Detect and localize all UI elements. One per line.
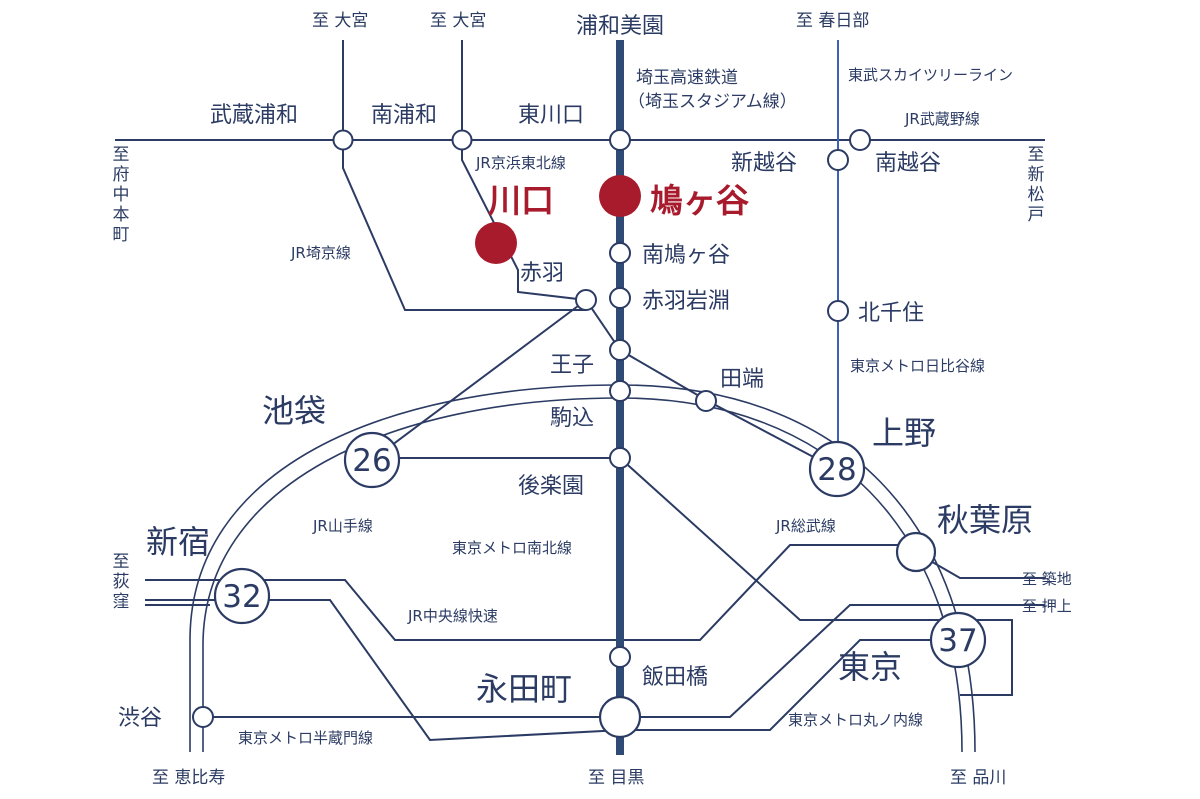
label-nagatacho: 永田町 xyxy=(476,670,572,708)
label-metro-marunouchi: 東京メトロ丸ノ内線 xyxy=(788,711,923,729)
minutes-ikebukuro: 26 xyxy=(352,443,391,479)
label-iidabashi: 飯田橋 xyxy=(642,665,708,690)
station-shin-koshigaya[interactable] xyxy=(827,149,849,171)
highlight-hatogaya-label: 鳩ヶ谷 xyxy=(650,181,749,220)
label-jr-sobu: JR総武線 xyxy=(775,517,836,535)
station-minami-koshigaya[interactable] xyxy=(849,129,871,151)
station-musashi-urawa[interactable] xyxy=(332,129,354,151)
label-urawa-misono: 浦和美園 xyxy=(576,14,664,39)
hub-shinjuku[interactable]: 32 xyxy=(213,567,271,625)
minutes-tokyo: 37 xyxy=(938,623,977,659)
station-akabane-iwabuchi[interactable] xyxy=(609,287,631,309)
highlight-hatogaya-dot[interactable] xyxy=(599,175,641,217)
minutes-shinjuku: 32 xyxy=(222,579,261,615)
highlight-kawaguchi-label: 川口 xyxy=(488,181,554,220)
dir-kasukabe: 至 春日部 xyxy=(796,11,869,31)
hub-ikebukuro[interactable]: 26 xyxy=(343,431,401,489)
station-kita-senju[interactable] xyxy=(827,300,849,322)
station-shibuya[interactable] xyxy=(192,706,214,728)
label-tokyo: 東京 xyxy=(838,648,902,686)
label-akabane: 赤羽 xyxy=(520,261,564,286)
label-shibuya: 渋谷 xyxy=(118,706,162,731)
station-minami-urawa[interactable] xyxy=(451,129,473,151)
jr-chuo-sobu-lines xyxy=(145,544,915,641)
label-musashi-urawa: 武蔵浦和 xyxy=(210,103,298,128)
dir-ogikubo: 至荻窪 xyxy=(113,552,130,612)
station-korakuen[interactable] xyxy=(609,447,631,469)
akabane-ikebukuro-link xyxy=(371,299,587,461)
label-jr-yamanote: JR山手線 xyxy=(312,517,373,535)
label-ikebukuro: 池袋 xyxy=(262,392,326,430)
dir-oshiage: 至 押上 xyxy=(1022,597,1072,615)
minutes-ueno: 28 xyxy=(817,452,856,488)
station-akabane[interactable] xyxy=(575,289,597,311)
label-metro-hibiya: 東京メトロ日比谷線 xyxy=(850,357,985,375)
station-markers xyxy=(192,129,937,739)
label-jr-musashino: JR武蔵野線 xyxy=(904,110,980,128)
dir-fuchu-honmachi: 至府中本町 xyxy=(113,145,130,245)
dir-shinagawa: 至 品川 xyxy=(950,768,1006,788)
label-jr-keihin-tohoku: JR京浜東北線 xyxy=(475,154,566,172)
label-higashi-kawaguchi: 東川口 xyxy=(518,103,584,128)
station-minami-hatogaya[interactable] xyxy=(609,242,631,264)
dir-shin-matsudo: 至新松戸 xyxy=(1028,145,1045,225)
station-higashi-kawaguchi[interactable] xyxy=(609,129,631,151)
dir-tsukiji: 至 築地 xyxy=(1022,570,1072,588)
metro-hanzomon-line xyxy=(203,604,1045,718)
label-jr-saikyo: JR埼京線 xyxy=(290,244,351,262)
label-saitama-stadium-line: （埼玉スタジアム線） xyxy=(628,92,797,112)
label-ueno: 上野 xyxy=(872,414,936,452)
station-tabata[interactable] xyxy=(695,390,717,412)
station-akihabara[interactable] xyxy=(895,531,937,573)
station-nagatacho[interactable] xyxy=(598,695,642,739)
station-komagome[interactable] xyxy=(609,380,631,402)
label-minami-hatogaya: 南鳩ヶ谷 xyxy=(642,243,730,268)
label-shinjuku: 新宿 xyxy=(146,523,210,561)
jr-saikyo-line xyxy=(342,40,586,311)
label-metro-hanzomon: 東京メトロ半蔵門線 xyxy=(238,729,373,747)
label-tabata: 田端 xyxy=(720,367,764,392)
label-minami-urawa: 南浦和 xyxy=(371,103,437,128)
label-akihabara: 秋葉原 xyxy=(937,501,1033,539)
highlight-kawaguchi-dot[interactable] xyxy=(475,222,517,264)
label-akabane-iwabuchi: 赤羽岩淵 xyxy=(642,289,730,314)
label-jr-chuo-rapid: JR中央線快速 xyxy=(407,607,498,625)
label-saitama-railway: 埼玉高速鉄道 xyxy=(636,68,738,88)
label-korakuen: 後楽園 xyxy=(518,474,584,499)
jr-yamanote-line xyxy=(189,384,976,753)
label-kita-senju: 北千住 xyxy=(858,301,924,326)
label-metro-namboku: 東京メトロ南北線 xyxy=(452,539,572,557)
label-shin-koshigaya: 新越谷 xyxy=(731,151,797,176)
dir-omiya-keihin: 至 大宮 xyxy=(430,11,486,31)
dir-omiya-saikyo: 至 大宮 xyxy=(312,11,368,31)
dir-meguro: 至 目黒 xyxy=(588,768,644,788)
station-iidabashi[interactable] xyxy=(609,646,631,668)
hub-tokyo[interactable]: 37 xyxy=(929,611,987,669)
dir-ebisu: 至 恵比寿 xyxy=(152,768,225,788)
label-komagome: 駒込 xyxy=(550,406,594,431)
label-tobu-skytree: 東武スカイツリーライン xyxy=(848,66,1013,84)
station-oji[interactable] xyxy=(609,339,631,361)
metro-marunouchi-line-north xyxy=(619,457,1013,696)
label-oji: 王子 xyxy=(550,353,594,378)
label-minami-koshigaya: 南越谷 xyxy=(875,151,941,176)
hub-ueno[interactable]: 28 xyxy=(808,440,866,498)
